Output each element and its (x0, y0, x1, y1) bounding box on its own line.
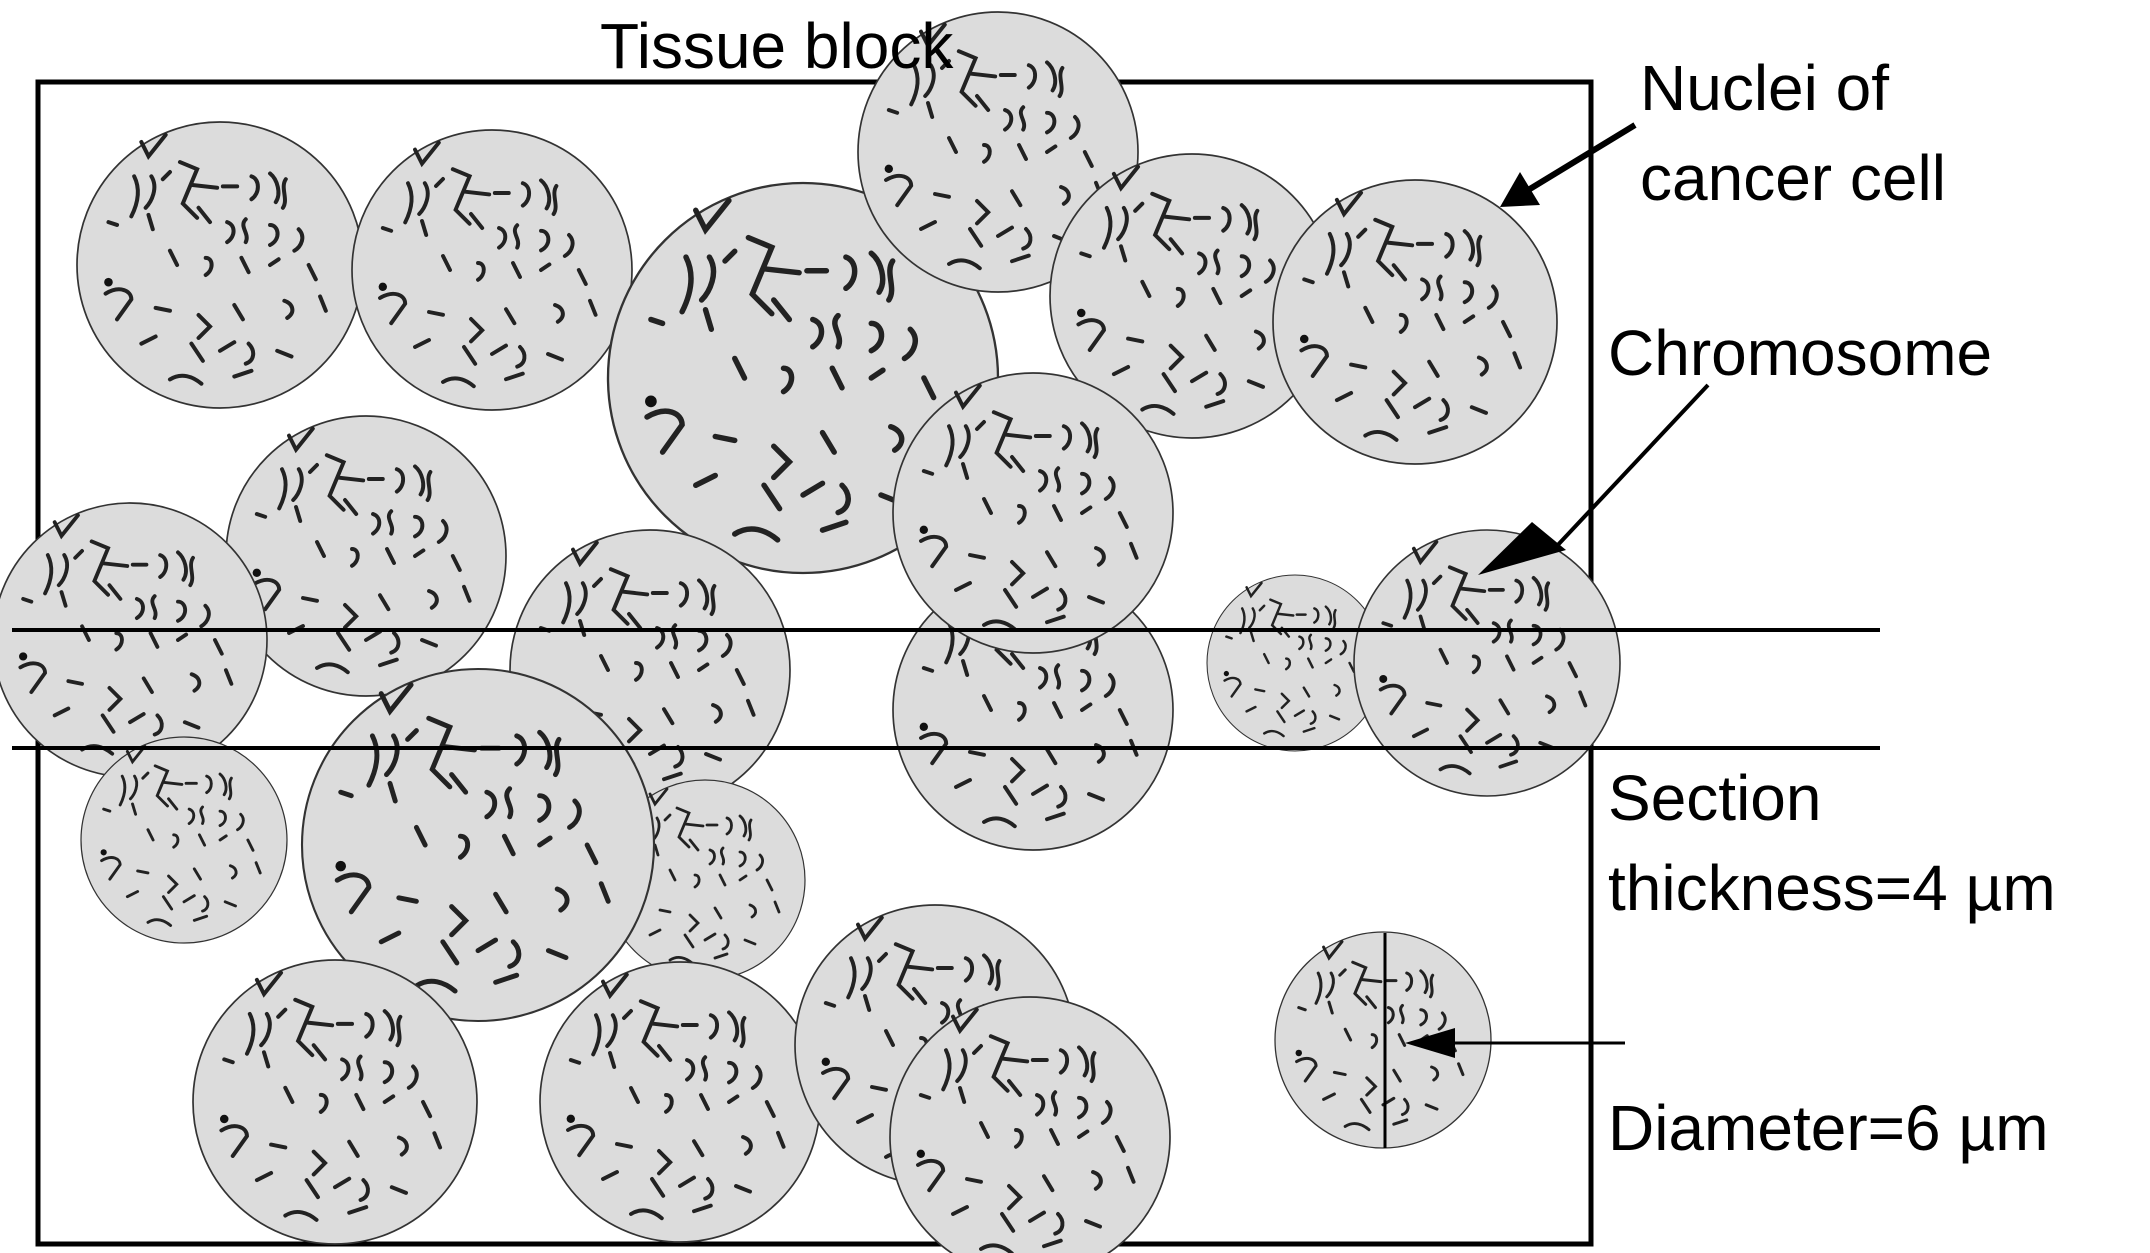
label-nuclei-line1: Nuclei of (1640, 52, 1889, 124)
arrow-chromosome (1478, 383, 1710, 575)
nucleus (81, 737, 287, 943)
nucleus-measured (1275, 932, 1491, 1148)
label-section-line2: thickness=4 µm (1608, 852, 2056, 924)
label-chromosome: Chromosome (1608, 317, 1992, 389)
nucleus (0, 503, 267, 777)
title-tissue-block: Tissue block (600, 10, 954, 82)
nucleus (540, 962, 820, 1242)
label-nuclei-line2: cancer cell (1640, 142, 1946, 214)
nucleus (193, 960, 477, 1244)
nucleus (352, 130, 632, 410)
arrow-diameter (1405, 1028, 1625, 1058)
label-section-line1: Section (1608, 762, 1821, 834)
nucleus (893, 373, 1173, 653)
label-diameter: Diameter=6 µm (1608, 1092, 2049, 1164)
arrow-nuclei (1500, 122, 1637, 207)
nucleus (226, 416, 506, 696)
nucleus (1273, 180, 1557, 464)
nucleus (77, 122, 363, 408)
